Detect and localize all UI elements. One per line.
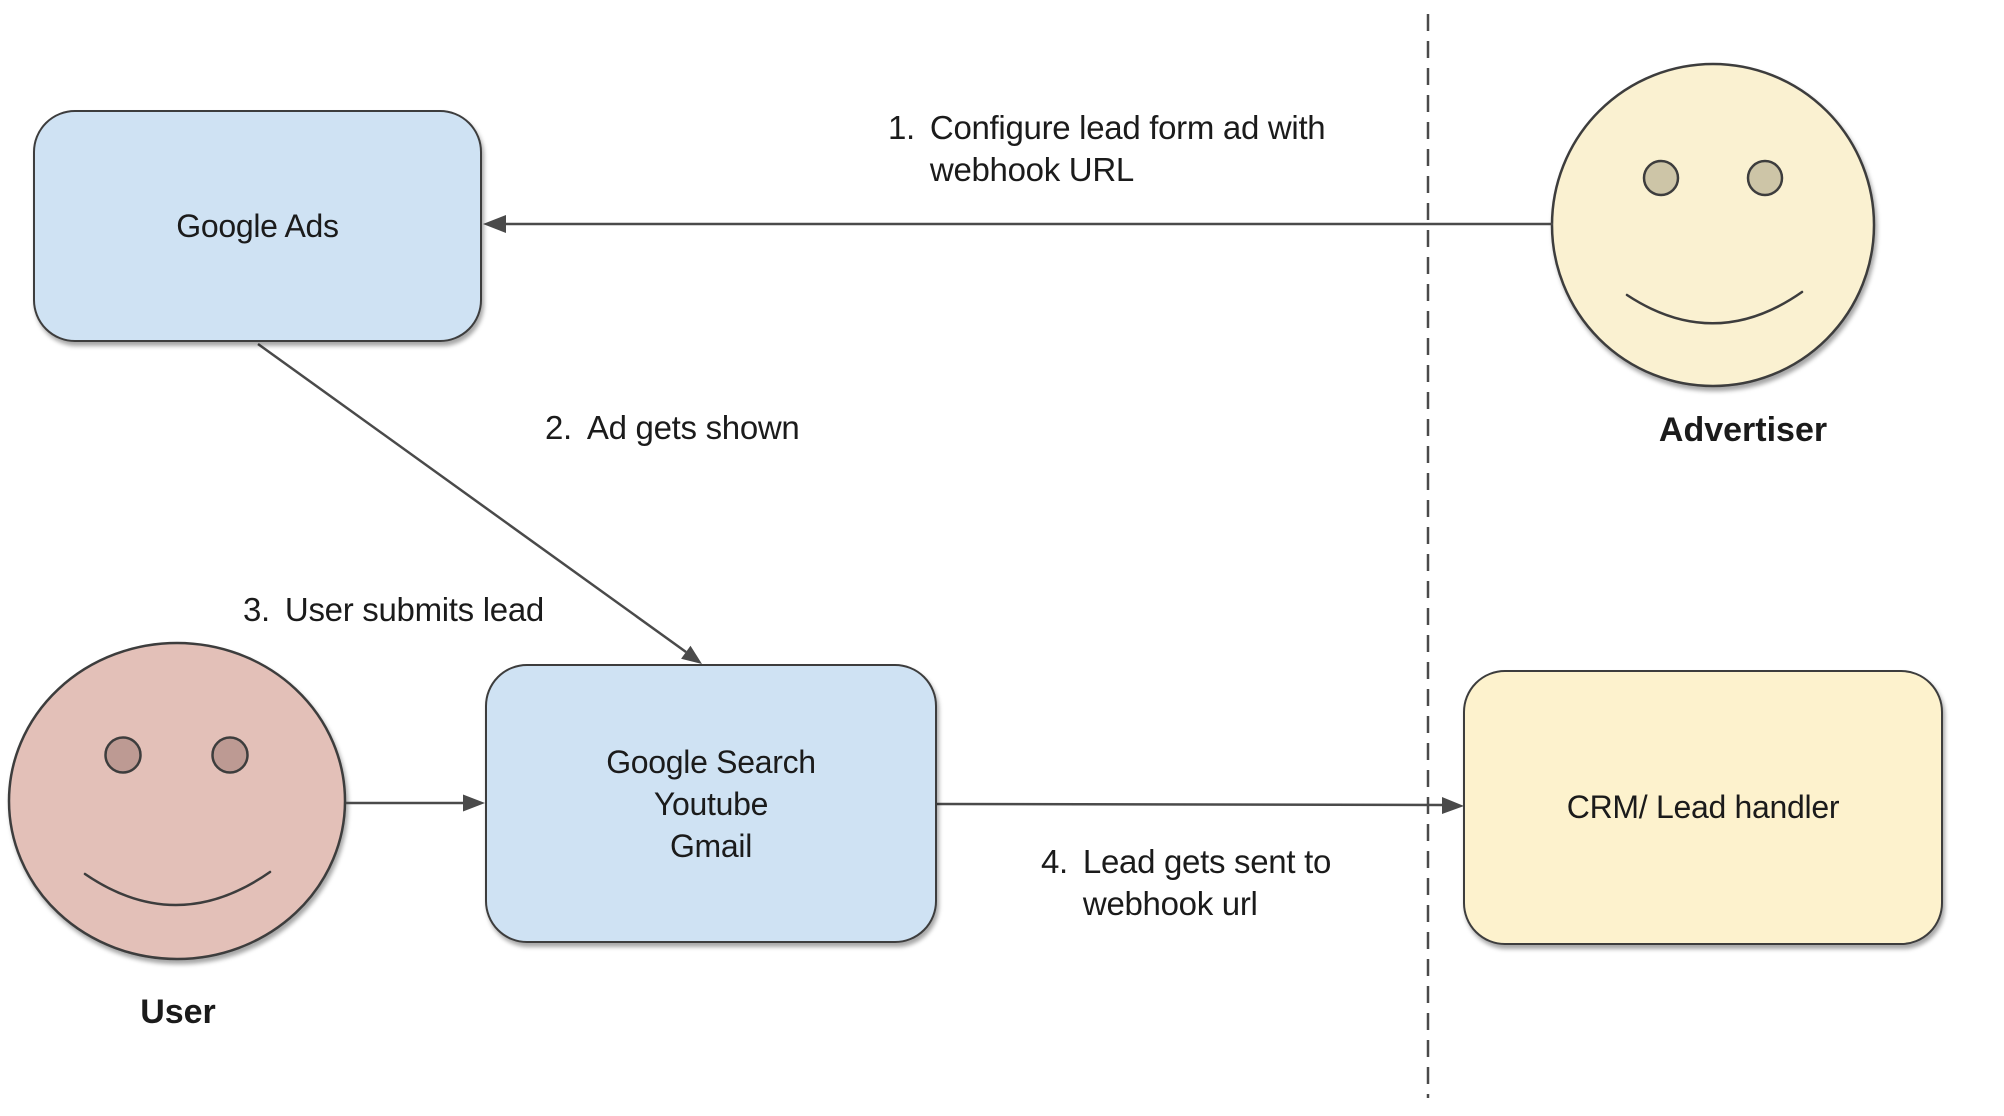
step-2-text-line-1: Ad gets shown	[586, 409, 800, 446]
step-1-text: Configure lead form ad with webhook URL	[929, 107, 1326, 191]
step-2-label: 2. Ad gets shown	[545, 407, 800, 449]
crm-lead-handler-node: CRM/ Lead handler	[1463, 670, 1943, 945]
step-1-text-line-1: Configure lead form ad with	[929, 109, 1326, 146]
arrow-3-head-icon	[463, 794, 485, 812]
advertiser-left-eye	[1642, 159, 1680, 197]
advertiser-right-eye	[1746, 159, 1784, 197]
platforms-line-gmail: Gmail	[669, 827, 753, 864]
step-2-text: Ad gets shown	[587, 407, 800, 449]
arrow-1-head-icon	[483, 215, 506, 233]
step-1-label: 1. Configure lead form ad with webhook U…	[888, 107, 1326, 191]
user-face-icon	[7, 641, 347, 961]
step-4-text: Lead gets sent to webhook url	[1083, 841, 1331, 925]
arrow-lead-sent-webhook	[936, 797, 1464, 814]
google-platforms-node: Google Search Youtube Gmail	[485, 664, 937, 943]
google-platforms-label: Google Search Youtube Gmail	[606, 741, 816, 867]
step-2-number: 2.	[545, 409, 572, 446]
advertiser-label: Advertiser	[1658, 411, 1828, 449]
advertiser-face-icon	[1550, 62, 1876, 388]
arrow-2-head-icon	[681, 645, 702, 664]
step-4-text-line-1: Lead gets sent to	[1082, 843, 1332, 880]
arrow-4-line	[936, 802, 1444, 807]
arrow-4-head-icon	[1442, 797, 1464, 814]
user-label: User	[140, 993, 216, 1031]
platforms-line-youtube: Youtube	[653, 785, 769, 822]
step-3-number: 3.	[243, 591, 270, 628]
arrow-user-submits-lead	[346, 794, 485, 812]
advertiser-smile	[1625, 290, 1804, 325]
user-head	[7, 641, 347, 961]
user-smile	[83, 870, 272, 907]
step-4-text-line-2: webhook url	[1082, 885, 1258, 922]
step-1-text-line-2: webhook URL	[929, 151, 1134, 188]
user-right-eye	[211, 736, 249, 774]
platforms-line-google-search: Google Search	[606, 743, 816, 780]
step-3-text: User submits lead	[285, 589, 544, 631]
step-4-label: 4. Lead gets sent to webhook url	[1041, 841, 1331, 925]
google-ads-node: Google Ads	[33, 110, 482, 342]
user-left-eye	[104, 736, 142, 774]
crm-label: CRM/ Lead handler	[1566, 789, 1840, 825]
google-ads-label: Google Ads	[176, 207, 339, 244]
advertiser-head	[1550, 62, 1876, 388]
arrow-configure-lead-form	[483, 215, 1553, 233]
step-3-text-line-1: User submits lead	[284, 591, 544, 628]
step-1-number: 1.	[888, 109, 915, 146]
step-4-number: 4.	[1041, 843, 1068, 880]
step-3-label: 3. User submits lead	[243, 589, 544, 631]
